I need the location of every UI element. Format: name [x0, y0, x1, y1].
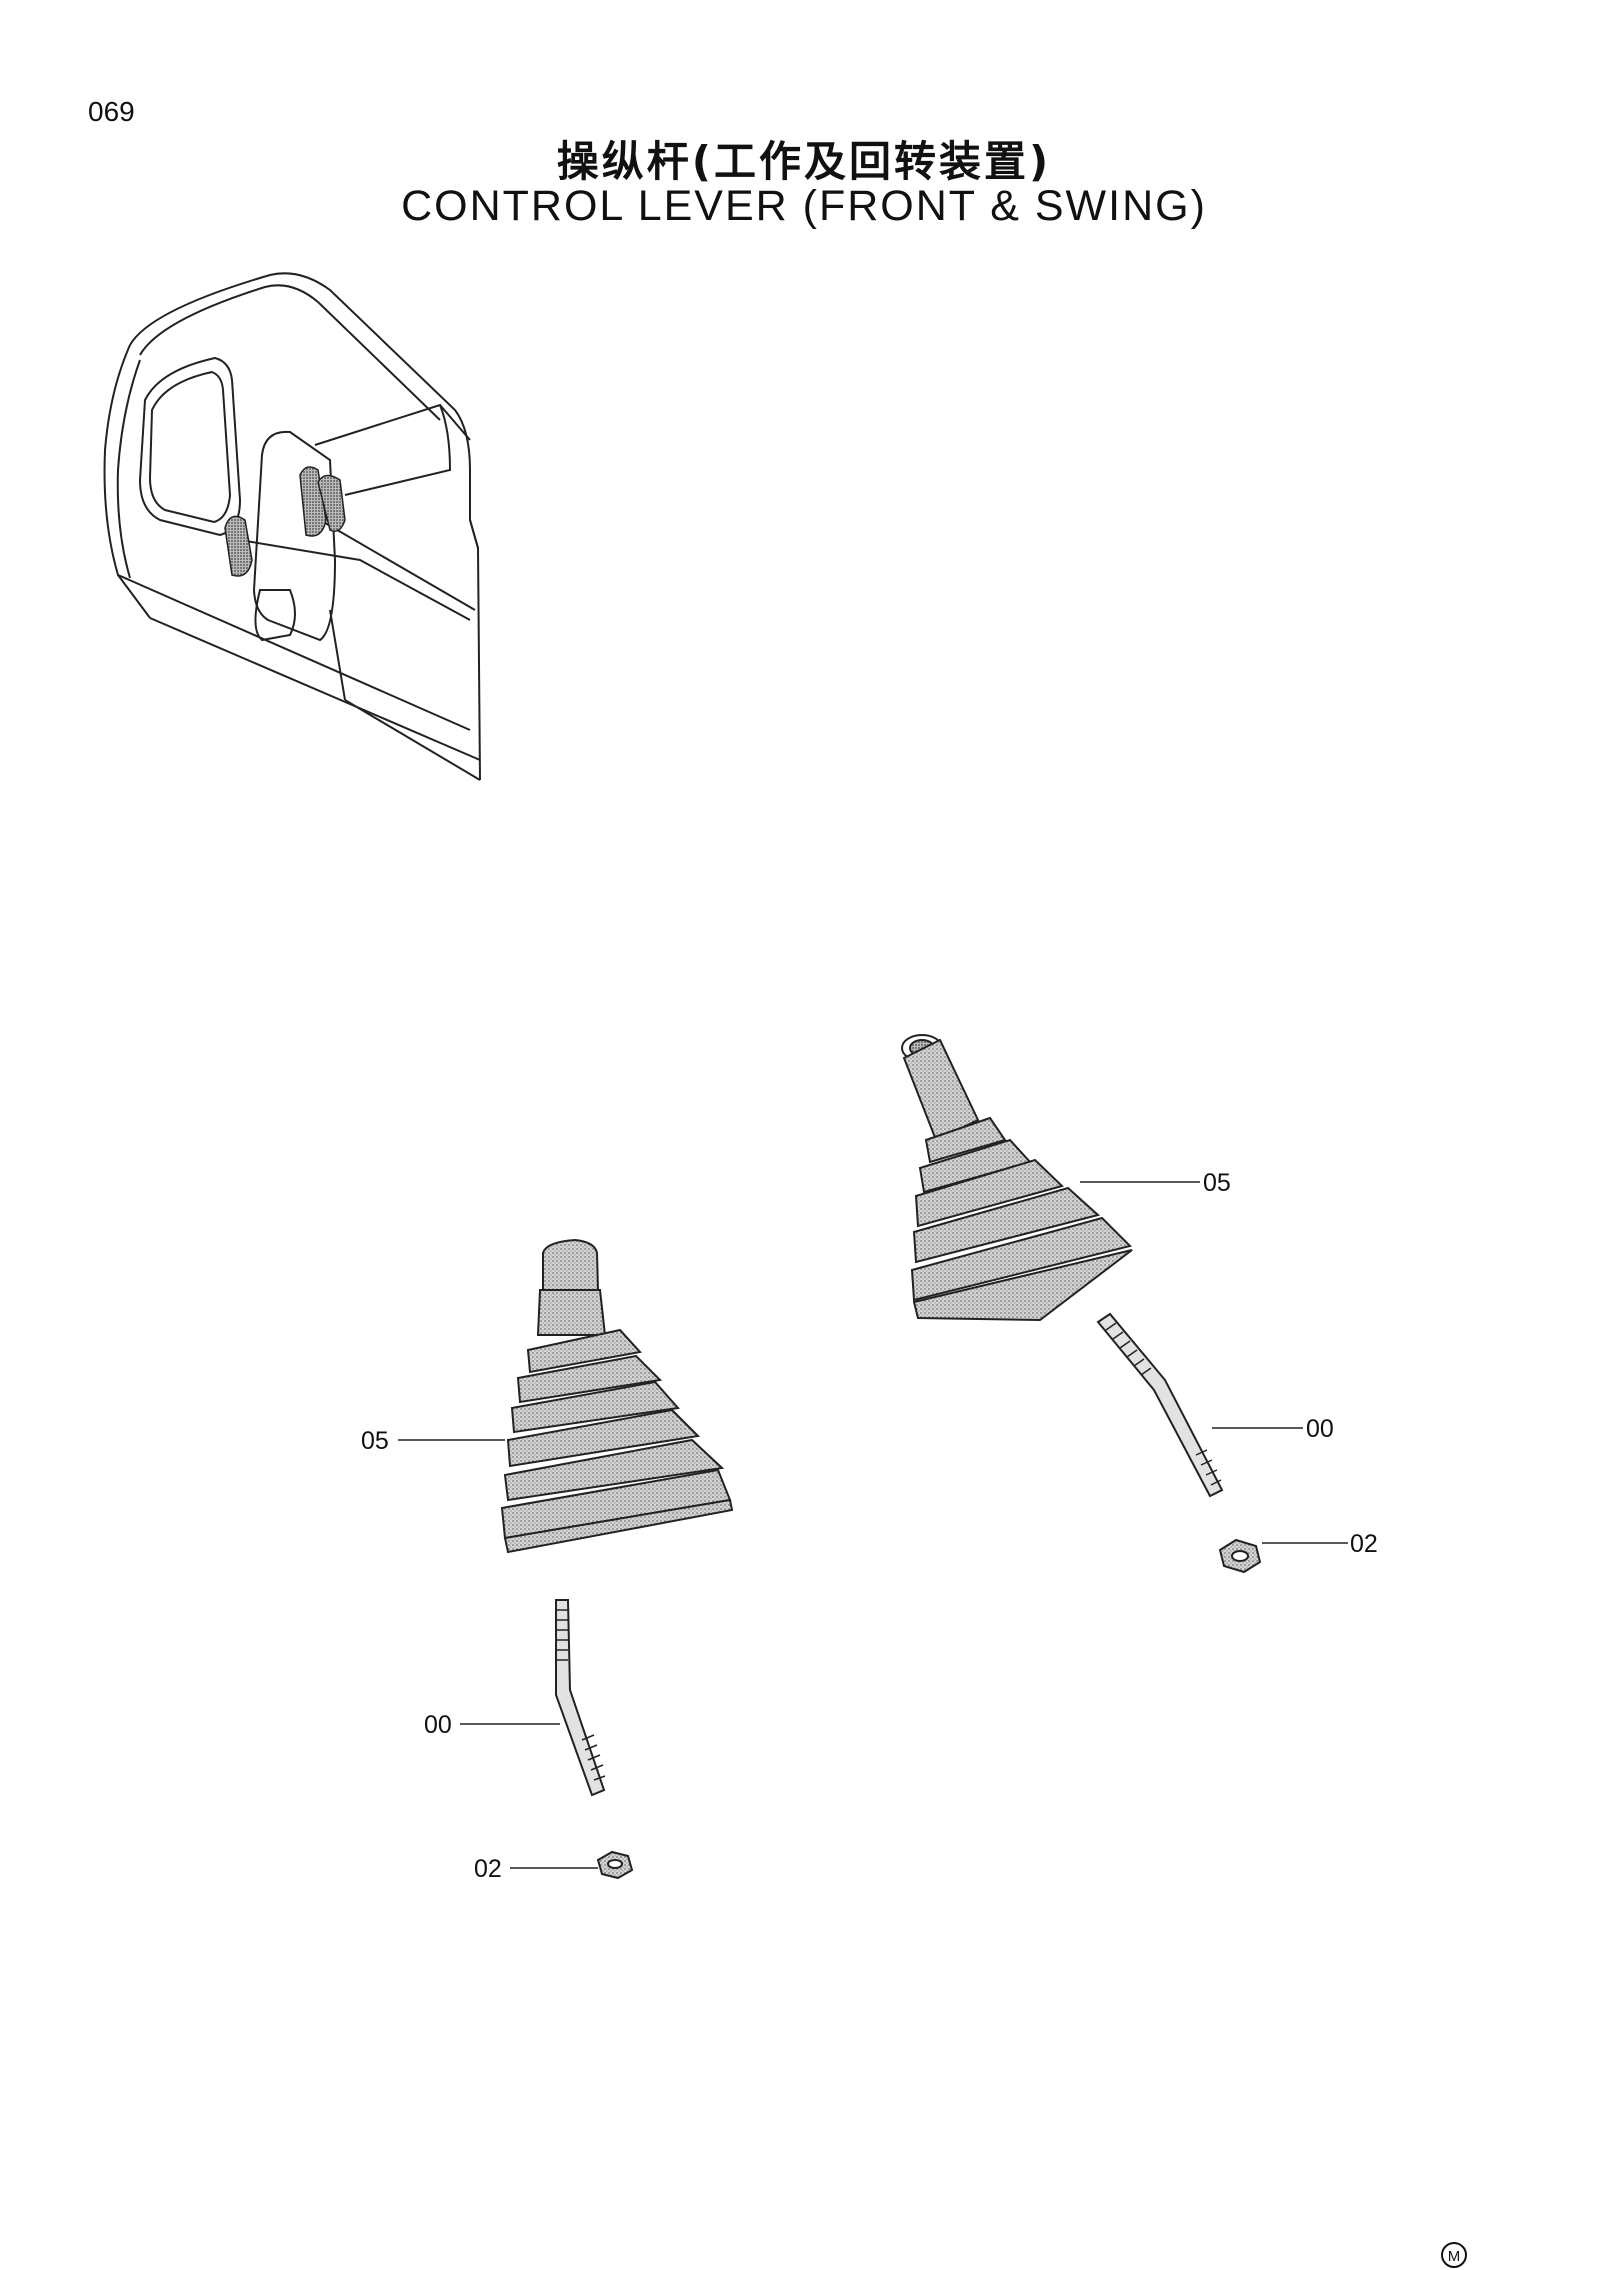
right-boot [901, 1034, 1133, 1322]
callout-left-boot: 05 [361, 1427, 389, 1455]
right-nut [1218, 1538, 1262, 1574]
left-boot [500, 1238, 734, 1554]
left-nut [596, 1850, 634, 1880]
callout-right-boot: 05 [1203, 1169, 1231, 1197]
cab-illustration [103, 272, 481, 781]
left-lever [555, 1599, 606, 1797]
leader-lines [398, 1181, 1348, 1869]
callout-right-lever: 00 [1306, 1415, 1334, 1443]
title-chinese: 操纵杆(工作及回转装置) [556, 137, 1052, 186]
callout-right-nut: 02 [1350, 1530, 1378, 1558]
right-lever [1096, 1312, 1224, 1498]
corner-mark: M [1441, 2242, 1467, 2268]
callout-left-nut: 02 [474, 1855, 502, 1883]
callout-left-lever: 00 [424, 1711, 452, 1739]
title-english: CONTROL LEVER (FRONT & SWING) [401, 182, 1207, 230]
cab-control-levers [224, 466, 346, 577]
page-number: 069 [88, 96, 135, 127]
